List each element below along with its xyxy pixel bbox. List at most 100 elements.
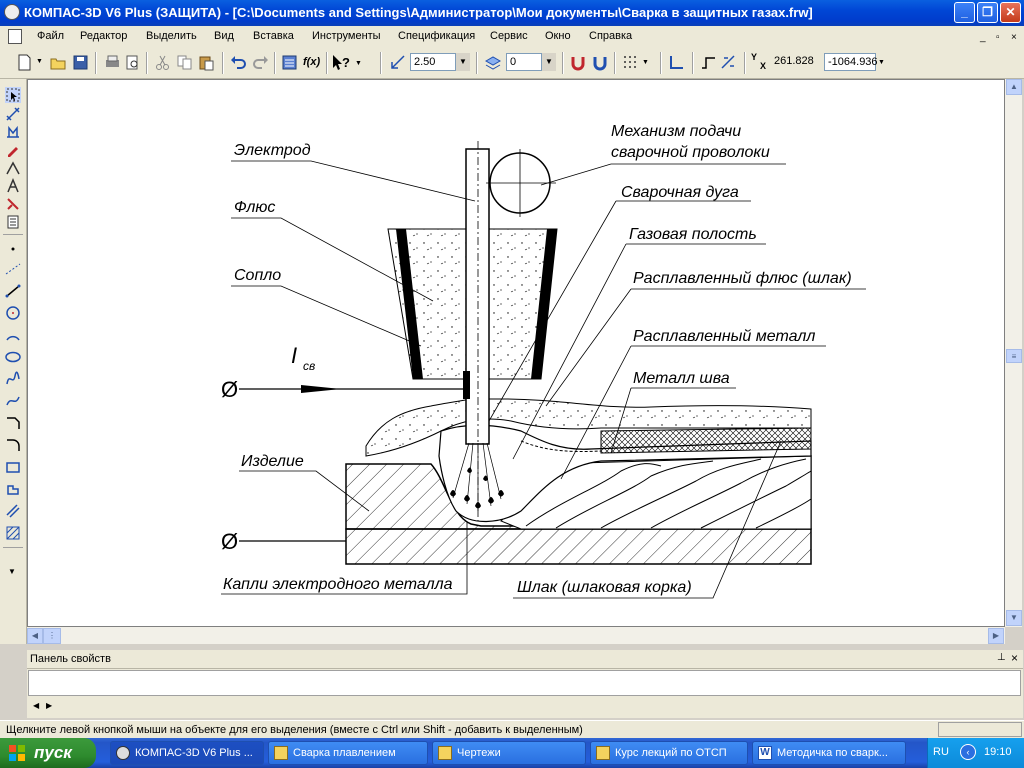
undo-icon[interactable]	[230, 54, 247, 71]
menu-help[interactable]: Справка	[589, 30, 633, 42]
layer-input[interactable]: 0	[506, 53, 542, 71]
variables-icon[interactable]	[281, 54, 298, 71]
task-word-doc-label: Методичка по сварк...	[777, 747, 888, 759]
mdi-close-button[interactable]: ×	[1011, 32, 1017, 43]
grid-dropdown-icon[interactable]: ▼	[642, 59, 649, 66]
props-close-button[interactable]: ×	[1011, 651, 1019, 665]
menu-insert[interactable]: Вставка	[253, 30, 294, 42]
edit-tool-icon[interactable]	[5, 142, 21, 158]
rectangle-tool-icon[interactable]	[5, 459, 21, 475]
scroll-left-icon[interactable]: ◀	[27, 628, 43, 644]
taskbar-tasks: КОМПАС-3D V6 Plus ... Сварка плавлением …	[110, 738, 930, 768]
cursor-arrow-icon[interactable]	[332, 54, 342, 71]
grid-icon[interactable]	[622, 54, 639, 71]
menu-service[interactable]: Сервис	[490, 30, 528, 42]
spline-tool-icon[interactable]	[5, 371, 21, 387]
menu-tools[interactable]: Инструменты	[312, 30, 381, 42]
ellipse-tool-icon[interactable]	[5, 349, 21, 365]
props-next-icon[interactable]: ▶	[46, 701, 53, 710]
kompas-app-icon[interactable]	[4, 4, 20, 20]
select-mode-icon[interactable]	[5, 196, 21, 212]
open-folder-icon[interactable]	[50, 54, 67, 71]
language-bar-icon[interactable]: ‹	[960, 744, 976, 760]
current-arrow-icon	[301, 385, 341, 393]
document-icon[interactable]	[8, 29, 22, 44]
arc-tool-icon[interactable]	[5, 327, 21, 343]
task-kompas[interactable]: КОМПАС-3D V6 Plus ...	[110, 741, 264, 765]
horizontal-scrollbar[interactable]: ◀ ⋮ ▶	[27, 627, 1005, 644]
contour-tool-icon[interactable]	[5, 481, 21, 497]
designations-icon[interactable]	[5, 124, 21, 140]
paste-icon[interactable]	[198, 54, 215, 71]
minimize-button[interactable]: _	[954, 2, 975, 23]
menu-specification[interactable]: Спецификация	[398, 30, 476, 42]
horizontal-scroll-thumb[interactable]: ⋮	[43, 628, 61, 644]
copy-icon[interactable]	[176, 54, 193, 71]
print-icon[interactable]	[104, 54, 121, 71]
segment-tool-icon[interactable]	[5, 283, 21, 299]
close-button[interactable]: ✕	[1000, 2, 1021, 23]
chamfer-tool-icon[interactable]	[5, 415, 21, 431]
cut-icon[interactable]	[154, 54, 171, 71]
task-folder-welding[interactable]: Сварка плавлением	[268, 741, 428, 765]
step-dropdown-icon[interactable]: ▼	[456, 53, 470, 71]
mdi-restore-button[interactable]: ▫	[996, 32, 1000, 43]
bezier-tool-icon[interactable]	[5, 393, 21, 409]
hatch-tool-icon[interactable]	[5, 525, 21, 541]
redo-icon[interactable]	[252, 54, 269, 71]
ortho-icon[interactable]	[700, 54, 717, 71]
label-feed-1: Механизм подачи	[611, 123, 741, 140]
task-folder-drawings[interactable]: Чертежи	[432, 741, 586, 765]
menu-select[interactable]: Выделить	[146, 30, 197, 42]
circle-tool-icon[interactable]	[5, 305, 21, 321]
scroll-right-icon[interactable]: ▶	[988, 628, 1004, 644]
new-document-icon[interactable]	[16, 54, 33, 71]
fx-button[interactable]: f(x)	[303, 56, 321, 68]
fillet-tool-icon[interactable]	[5, 437, 21, 453]
local-cs-icon[interactable]	[668, 54, 685, 71]
maximize-button[interactable]: ❐	[977, 2, 998, 23]
drawing-area[interactable]: Ø Ø Электрод Флюс Сопло I св Изделие Кап…	[27, 79, 1005, 627]
print-preview-icon[interactable]	[124, 54, 141, 71]
props-prev-icon[interactable]: ◀	[33, 701, 40, 710]
round-icon[interactable]	[720, 54, 737, 71]
dimensions-icon[interactable]	[5, 106, 21, 122]
coord-dropdown-icon[interactable]: ▼	[878, 59, 885, 66]
help-dropdown-icon[interactable]: ▼	[355, 60, 362, 67]
point-tool-icon[interactable]	[5, 241, 21, 257]
local-snap-icon[interactable]	[592, 54, 609, 71]
layer-dropdown-icon[interactable]: ▼	[542, 53, 556, 71]
task-folder-lectures[interactable]: Курс лекций по ОТСП	[590, 741, 748, 765]
pin-icon[interactable]: ⊥	[997, 652, 1006, 663]
select-tool-icon[interactable]	[5, 87, 21, 103]
coord-y-field[interactable]: -1064.936	[824, 53, 878, 71]
aux-line-tool-icon[interactable]	[5, 261, 21, 277]
coord-x-field[interactable]: 261.828	[774, 55, 814, 67]
parametrization-icon[interactable]	[5, 160, 21, 176]
start-button[interactable]: пуск	[0, 738, 96, 768]
measure-icon[interactable]	[5, 178, 21, 194]
menu-edit[interactable]: Редактор	[80, 30, 128, 42]
snap-magnet-icon[interactable]	[570, 54, 587, 71]
task-word-doc[interactable]: W Методичка по сварк...	[752, 741, 906, 765]
language-indicator[interactable]: RU	[933, 746, 949, 758]
menu-window[interactable]: Окно	[545, 30, 571, 42]
menu-view[interactable]: Вид	[214, 30, 234, 42]
save-icon[interactable]	[72, 54, 89, 71]
step-input[interactable]: 2.50	[410, 53, 456, 71]
scroll-down-icon[interactable]: ▼	[1006, 610, 1022, 626]
scroll-up-icon[interactable]: ▲	[1006, 79, 1022, 95]
spec-icon[interactable]	[5, 214, 21, 230]
vertical-scroll-thumb[interactable]: ≡	[1006, 349, 1022, 363]
panel-scroll-down-icon[interactable]: ▼	[8, 567, 16, 576]
mdi-minimize-button[interactable]: _	[980, 32, 986, 43]
new-dropdown-icon[interactable]: ▼	[36, 58, 43, 65]
clock[interactable]: 19:10	[984, 746, 1012, 758]
equidistant-tool-icon[interactable]	[5, 503, 21, 519]
vertical-scrollbar[interactable]: ▲ ≡ ▼	[1005, 79, 1022, 627]
task-folder-welding-label: Сварка плавлением	[293, 747, 396, 759]
menu-file[interactable]: Файл	[37, 30, 65, 42]
label-electrode: Электрод	[234, 142, 311, 159]
tool-panel: ▼	[0, 79, 27, 644]
help-button[interactable]: ?	[342, 55, 350, 70]
